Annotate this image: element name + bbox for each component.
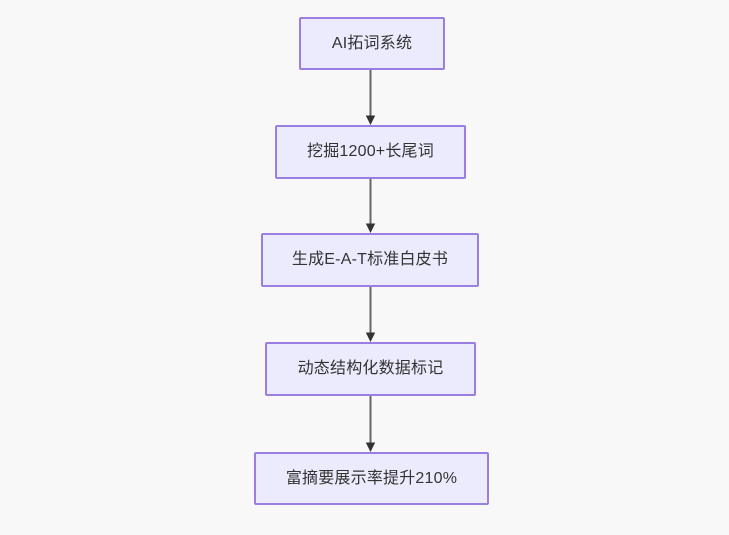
node-label: 挖掘1200+长尾词 <box>307 143 434 161</box>
flowchart-node-generate-eat-whitepaper[interactable]: 生成E-A-T标准白皮书 <box>261 233 479 287</box>
node-label: AI拓词系统 <box>331 34 413 52</box>
arrow-down-icon <box>365 396 376 452</box>
node-label: 富摘要展示率提升210% <box>285 469 458 487</box>
flowchart-node-rich-snippet-rate-increase[interactable]: 富摘要展示率提升210% <box>254 452 489 505</box>
arrow-down-icon <box>365 287 376 342</box>
flowchart-node-ai-keyword-system[interactable]: AI拓词系统 <box>299 17 445 70</box>
arrow-down-icon <box>365 70 376 125</box>
node-label: 动态结构化数据标记 <box>297 360 444 378</box>
edge-n1-n2 <box>362 70 379 125</box>
arrow-down-icon <box>365 179 376 233</box>
edge-n2-n3 <box>362 179 379 233</box>
flowchart-node-mine-longtail-keywords[interactable]: 挖掘1200+长尾词 <box>275 125 466 179</box>
edge-n3-n4 <box>362 287 379 342</box>
node-label: 生成E-A-T标准白皮书 <box>291 251 449 269</box>
flowchart-node-dynamic-structured-data-markup[interactable]: 动态结构化数据标记 <box>265 342 476 396</box>
edge-n4-n5 <box>362 396 379 452</box>
